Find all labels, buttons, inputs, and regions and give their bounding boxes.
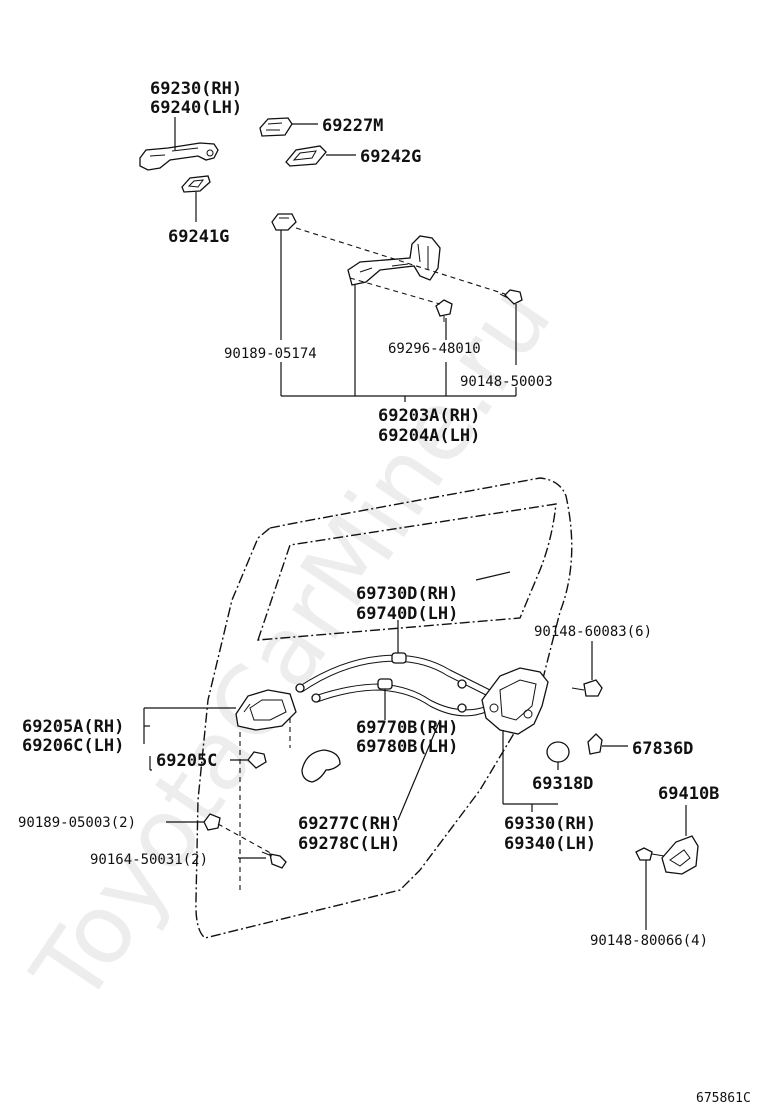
diagram-code: 675861C: [696, 1091, 751, 1106]
label-90148-80066: 90148-80066(4): [590, 933, 708, 949]
gasket-part: [181, 175, 211, 193]
label-69242g: 69242G: [360, 147, 421, 167]
cable-assembly-part: [295, 652, 491, 717]
label-69205c: 69205C: [156, 751, 217, 771]
label-69780b-lh: 69780B(LH): [356, 737, 458, 757]
clip-part: [271, 213, 297, 231]
lock-cover-part: [546, 741, 570, 763]
bolt-part: [499, 289, 523, 305]
handle-cap-part: [259, 117, 293, 137]
lock-bolt-part: [571, 679, 603, 697]
inside-handle-part: [235, 689, 297, 731]
label-90164-50031: 90164-50031(2): [90, 852, 208, 868]
outside-handle-part: [139, 142, 219, 171]
label-69277c-rh: 69277C(RH): [298, 814, 400, 834]
label-69227m: 69227M: [322, 116, 383, 136]
label-69740d-lh: 69740D(LH): [356, 604, 458, 624]
door-outline: [195, 477, 573, 939]
label-69241g: 69241G: [168, 227, 229, 247]
label-69318d: 69318D: [532, 774, 593, 794]
handle-cover-part: [301, 749, 341, 783]
label-69410b: 69410B: [658, 784, 719, 804]
label-69770b-rh: 69770B(RH): [356, 718, 458, 738]
label-67836d: 67836D: [632, 739, 693, 759]
label-90189-05174: 90189-05174: [224, 346, 317, 362]
label-69205a-rh: 69205A(RH): [22, 717, 124, 737]
label-69203a-rh: 69203A(RH): [378, 406, 480, 426]
trim-clip-part: [203, 813, 221, 831]
label-69230-rh: 69230(RH): [150, 79, 242, 99]
label-69340-lh: 69340(LH): [504, 834, 596, 854]
trim-screw-part: [261, 851, 287, 869]
handle-frame-part: [347, 235, 441, 286]
handle-bezel-part: [247, 751, 267, 769]
label-69204a-lh: 69204A(LH): [378, 426, 480, 446]
striker-bolt-part: [635, 847, 665, 861]
label-90189-05003: 90189-05003(2): [18, 815, 136, 831]
door-lock-part: [481, 667, 549, 735]
label-69206c-lh: 69206C(LH): [22, 736, 124, 756]
label-69330-rh: 69330(RH): [504, 814, 596, 834]
striker-part: [661, 835, 699, 875]
label-69730d-rh: 69730D(RH): [356, 584, 458, 604]
label-69240-lh: 69240(LH): [150, 98, 242, 118]
label-69296-48010: 69296-48010: [388, 341, 481, 357]
label-69278c-lh: 69278C(LH): [298, 834, 400, 854]
handle-pad-part: [285, 145, 327, 167]
label-90148-50003: 90148-50003: [460, 374, 553, 390]
label-90148-60083: 90148-60083(6): [534, 624, 652, 640]
retainer-clip-part: [587, 733, 603, 755]
